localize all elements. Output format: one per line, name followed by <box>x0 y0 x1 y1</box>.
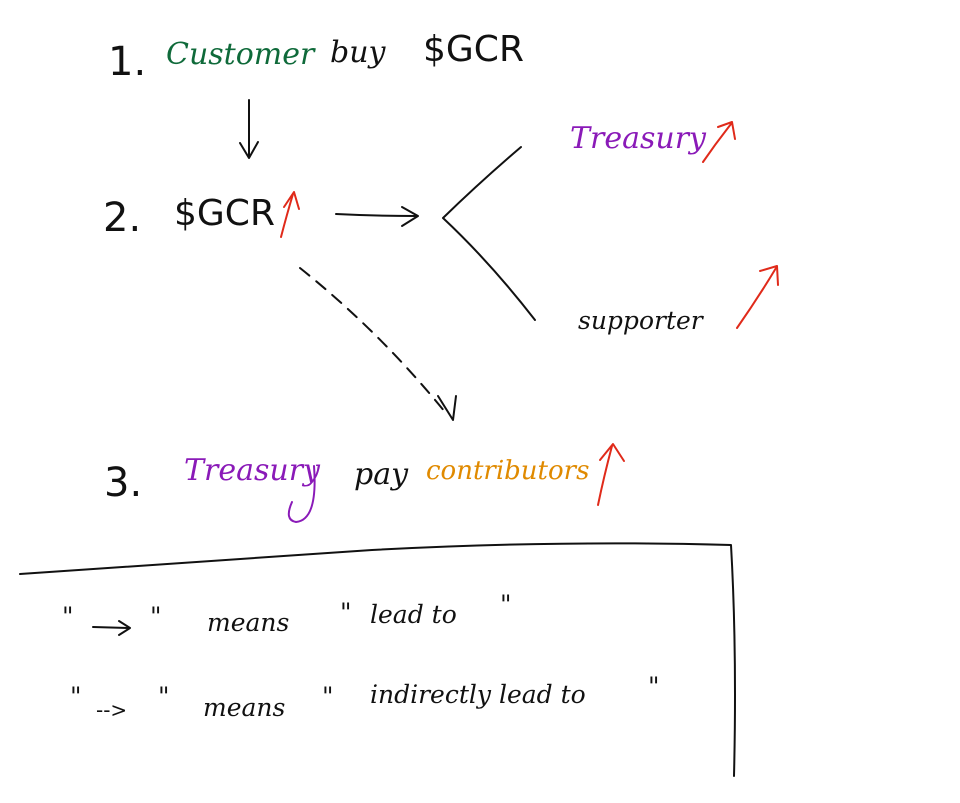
legend-quote-open: " <box>322 682 334 711</box>
legend-solid-arrow <box>92 620 131 636</box>
supporter-branch-label: supporter <box>578 306 703 335</box>
legend-box <box>19 542 736 777</box>
buy-label: buy <box>330 35 386 70</box>
gcr-token-label: $GCR <box>423 29 524 70</box>
treasury-label: Treasury <box>184 453 320 488</box>
gcr-token-label: $GCR <box>174 193 275 234</box>
treasury-flourish <box>287 465 316 524</box>
step-2-number: 2. <box>103 195 142 241</box>
legend-quote-open: " <box>70 682 82 711</box>
trend-up-arrow-contributors <box>597 443 625 506</box>
legend-quote-close: " <box>500 590 512 619</box>
legend-meaning-lead-to: lead to <box>370 600 457 629</box>
trend-up-arrow-supporter <box>736 265 779 329</box>
legend-dashed-arrow-symbol: --> <box>96 698 128 722</box>
legend-means-label: means <box>207 608 290 637</box>
legend-means-label: means <box>203 693 286 722</box>
step-1-number: 1. <box>108 39 147 85</box>
legend-quote-close: " <box>158 682 170 711</box>
flow-arrow-right <box>335 206 419 227</box>
contributors-label: contributors <box>426 456 590 486</box>
indirect-arrow <box>299 267 457 421</box>
pay-label: pay <box>354 457 409 492</box>
legend-quote-close: " <box>648 672 660 701</box>
treasury-branch-label: Treasury <box>570 121 706 156</box>
customer-label: Customer <box>166 37 315 72</box>
trend-up-arrow-gcr <box>280 191 300 238</box>
trend-up-arrow-treasury <box>702 121 736 163</box>
step-3-number: 3. <box>104 460 143 506</box>
legend-quote-open: " <box>62 602 74 631</box>
legend-quote-open: " <box>340 598 352 627</box>
legend-quote-close: " <box>150 602 162 631</box>
legend-meaning-indirectly-lead-to: indirectly lead to <box>370 680 586 709</box>
branch-fork <box>442 146 536 321</box>
flow-arrow-down <box>239 99 259 159</box>
